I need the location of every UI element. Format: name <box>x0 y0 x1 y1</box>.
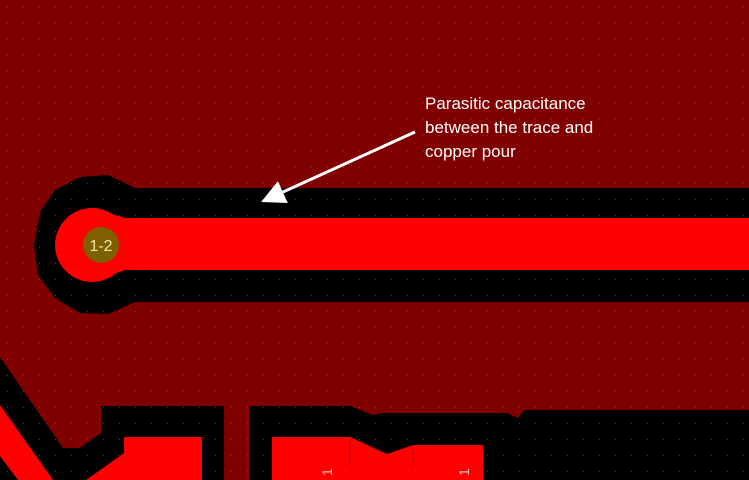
pad-label: 1 <box>319 468 335 476</box>
annotation-text: Parasitic capacitance between the trace … <box>425 92 593 164</box>
via[interactable]: 1-2 <box>83 227 119 263</box>
via-circle <box>83 227 119 263</box>
trace <box>55 208 749 282</box>
pad-label: 1 <box>456 468 472 476</box>
diagonal-trace <box>0 405 53 480</box>
arrow-icon <box>261 130 416 203</box>
pad-1[interactable] <box>124 437 202 480</box>
pad-2[interactable] <box>272 437 483 480</box>
annotation-line: copper pour <box>425 142 516 161</box>
via-label: 1-2 <box>89 238 112 255</box>
annotation-line: Parasitic capacitance <box>425 94 586 113</box>
annotation-line: between the trace and <box>425 118 594 137</box>
